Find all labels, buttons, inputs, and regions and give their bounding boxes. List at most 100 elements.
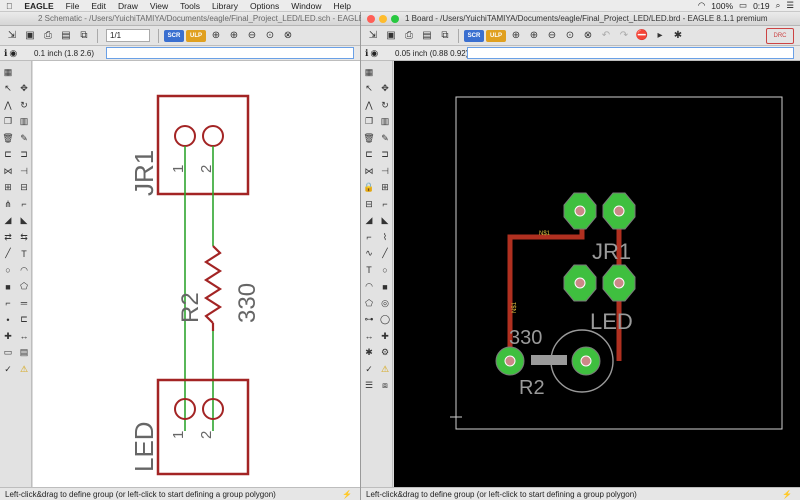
- autorouter-icon[interactable]: ⚙: [380, 347, 390, 358]
- open-icon[interactable]: ⇲: [368, 30, 378, 41]
- zoom-button[interactable]: [391, 14, 399, 23]
- info-icon[interactable]: ℹ: [4, 47, 8, 58]
- label-icon[interactable]: ⊏: [20, 314, 28, 325]
- menu-window[interactable]: Window: [284, 0, 321, 11]
- zoom-out-icon[interactable]: ⊖: [247, 30, 257, 41]
- battery-percent[interactable]: 100%: [711, 0, 734, 11]
- circle-icon[interactable]: ○: [382, 265, 388, 276]
- circle-icon[interactable]: ○: [5, 265, 11, 276]
- smash-icon[interactable]: ◣: [20, 215, 28, 226]
- r2-resistor-symbol[interactable]: [203, 245, 223, 324]
- save-icon[interactable]: ▣: [25, 30, 35, 41]
- cam-icon[interactable]: ▤: [61, 30, 71, 41]
- miter-icon[interactable]: ⊣: [20, 165, 28, 176]
- signal-icon[interactable]: ⊶: [364, 314, 374, 325]
- menu-view[interactable]: View: [143, 0, 168, 11]
- wrench-icon[interactable]: ✎: [20, 132, 28, 143]
- group-icon[interactable]: ⊏: [365, 149, 373, 160]
- zoom-out-icon[interactable]: ⊖: [547, 30, 557, 41]
- value-icon[interactable]: ◢: [4, 215, 12, 226]
- move-group-icon[interactable]: ⊐: [20, 149, 28, 160]
- stop-icon[interactable]: ⛔: [635, 30, 649, 41]
- open-icon[interactable]: ⇲: [7, 30, 17, 41]
- bus-icon[interactable]: ═: [20, 298, 28, 309]
- drc-icon[interactable]: DRC: [766, 27, 794, 44]
- arc-icon[interactable]: ◠: [365, 281, 373, 292]
- led-symbol-body[interactable]: [156, 378, 250, 476]
- attribute-icon[interactable]: ✚: [381, 330, 389, 341]
- select-icon[interactable]: ↖: [365, 83, 373, 94]
- meander-icon[interactable]: ∿: [365, 248, 373, 259]
- stack-icon[interactable]: ☰: [364, 380, 374, 391]
- miter-icon[interactable]: ⊣: [381, 165, 389, 176]
- menu-draw[interactable]: Draw: [111, 0, 138, 11]
- info-icon[interactable]: ℹ: [365, 47, 369, 58]
- list-icon[interactable]: ☰: [786, 0, 794, 10]
- ulp-icon[interactable]: ULP: [186, 29, 206, 42]
- net-icon[interactable]: ⌐: [5, 298, 11, 309]
- rect-icon[interactable]: ■: [382, 281, 388, 292]
- board-canvas[interactable]: N$1 N$1 JR1 LED: [394, 61, 800, 487]
- hole-icon[interactable]: ◯: [379, 314, 391, 325]
- save-icon[interactable]: ▣: [386, 30, 396, 41]
- jr1-pads[interactable]: [563, 192, 636, 230]
- erc-icon[interactable]: ✓: [4, 363, 12, 374]
- menu-options[interactable]: Options: [243, 0, 279, 11]
- frame-icon[interactable]: ▭: [3, 347, 13, 358]
- rect-icon[interactable]: ■: [5, 281, 11, 292]
- print-icon[interactable]: ⎙: [405, 30, 413, 41]
- ripup-icon[interactable]: ⌇: [382, 231, 388, 242]
- junction-icon[interactable]: •: [6, 314, 10, 325]
- add-icon[interactable]: ⊞: [381, 182, 389, 193]
- lock-icon[interactable]: 🔒: [363, 182, 375, 193]
- jr1-symbol-body[interactable]: [156, 94, 250, 196]
- led-pads[interactable]: [563, 264, 636, 302]
- minimize-button[interactable]: [379, 14, 387, 23]
- layer-icon[interactable]: ▦: [364, 66, 374, 77]
- select-icon[interactable]: ↖: [4, 83, 12, 94]
- schematic-titlebar[interactable]: 2 Schematic - /Users/YuichiTAMIYA/Docume…: [0, 12, 391, 26]
- replace-icon[interactable]: ⊟: [20, 182, 28, 193]
- script-icon[interactable]: SCR: [164, 29, 184, 42]
- errors-icon[interactable]: ⚠: [380, 363, 390, 374]
- zoom-in-icon[interactable]: ⊕: [229, 30, 239, 41]
- via-icon[interactable]: ◎: [381, 297, 389, 308]
- paste-icon[interactable]: ▥: [19, 116, 29, 127]
- arc-icon[interactable]: ◠: [20, 264, 28, 275]
- layer-icon[interactable]: ▦: [3, 66, 13, 77]
- redo-icon[interactable]: ↷: [619, 30, 629, 41]
- schematic-switch-icon[interactable]: ⧉: [441, 30, 449, 41]
- menu-help[interactable]: Help: [327, 0, 351, 11]
- wrench-icon[interactable]: ✎: [381, 132, 389, 143]
- errors-icon[interactable]: ⚠: [19, 363, 29, 374]
- line-icon[interactable]: ╱: [5, 248, 11, 259]
- dimension-icon[interactable]: ↔: [364, 331, 374, 342]
- attribute-icon[interactable]: ✚: [4, 330, 12, 341]
- search-icon[interactable]: ⌕: [775, 0, 781, 10]
- name-icon[interactable]: ⌐: [382, 199, 388, 210]
- move-icon[interactable]: ✥: [20, 83, 28, 94]
- value-icon[interactable]: ◢: [365, 215, 373, 226]
- zoom-select-icon[interactable]: ⊙: [565, 30, 575, 41]
- board-switch-icon[interactable]: ⧉: [80, 30, 88, 41]
- schematic-flash-icon[interactable]: ⚡: [342, 489, 352, 499]
- schematic-canvas[interactable]: 1 2 JR1 R2 330 1 2 LED: [33, 61, 360, 487]
- pinswap-icon[interactable]: ⇄: [4, 231, 12, 242]
- board-titlebar[interactable]: 1 Board - /Users/YuichiTAMIYA/Documents/…: [361, 12, 800, 26]
- add-icon[interactable]: ⊞: [4, 182, 12, 193]
- clock[interactable]: 0:19: [753, 0, 770, 11]
- menu-library[interactable]: Library: [205, 0, 238, 11]
- menu-file[interactable]: File: [59, 0, 80, 11]
- undo-icon[interactable]: ↶: [601, 30, 611, 41]
- wifi-icon[interactable]: ◠: [697, 0, 706, 10]
- zoom-select-icon[interactable]: ⊙: [265, 30, 275, 41]
- close-button[interactable]: [367, 14, 375, 23]
- polygon-icon[interactable]: ⬠: [365, 297, 373, 308]
- menu-edit[interactable]: Edit: [84, 0, 106, 11]
- rotate-icon[interactable]: ↻: [20, 99, 28, 110]
- design-link-icon[interactable]: ⧈: [382, 380, 388, 391]
- sheet-select[interactable]: 1/1: [106, 29, 150, 42]
- ratsnest-icon[interactable]: ✱: [365, 347, 373, 358]
- copy-icon[interactable]: ❐: [364, 116, 374, 127]
- delete-icon[interactable]: 🗑: [363, 132, 375, 143]
